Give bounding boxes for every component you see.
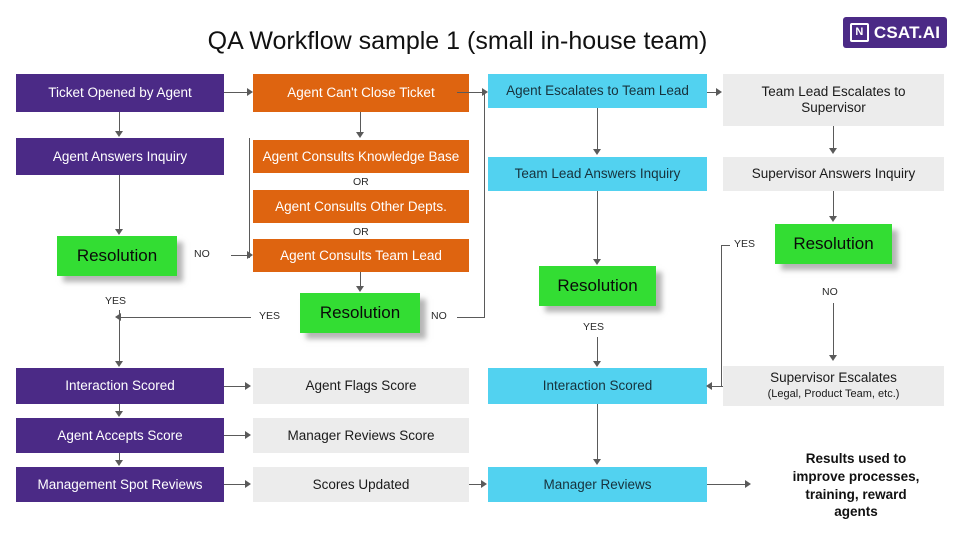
label-supervisor-no: NO — [822, 286, 838, 298]
node-agent-cant-close-ticket[interactable]: Agent Can't Close Ticket — [253, 74, 469, 112]
node-agent-consults-team-lead[interactable]: Agent Consults Team Lead — [253, 239, 469, 272]
node-teamlead-interaction-scored[interactable]: Interaction Scored — [488, 368, 707, 404]
node-agent-flags-score[interactable]: Agent Flags Score — [253, 368, 469, 404]
logo-text: CSAT.AI — [873, 22, 941, 42]
connector-consult-no-h1 — [457, 317, 485, 319]
arrowhead-consult-yes — [115, 313, 121, 321]
node-agent-consults-other-depts[interactable]: Agent Consults Other Depts. — [253, 190, 469, 223]
connector-interaction-to-flags — [224, 386, 246, 388]
connector-leadescalates-to-supanswers — [833, 126, 835, 149]
arrowhead-escalates-to-supervisor — [716, 88, 722, 96]
node-agent-interaction-scored[interactable]: Interaction Scored — [16, 368, 224, 404]
connector-ticket-to-cant-close — [224, 92, 248, 94]
outcome-note: Results used to improve processes, train… — [768, 450, 944, 521]
page-title: QA Workflow sample 1 (small in-house tea… — [207, 27, 708, 55]
arrowhead-accepts-to-mgr-review — [245, 431, 251, 439]
connector-escalates-to-supervisor — [707, 92, 718, 94]
connector-consultlead-to-resolution — [360, 272, 362, 287]
node-team-lead-answers-inquiry[interactable]: Team Lead Answers Inquiry — [488, 157, 707, 191]
connector-consult-no-v — [484, 92, 486, 318]
arrowhead-supanswers-to-resolution — [829, 216, 837, 222]
node-agent-resolution[interactable]: Resolution — [57, 236, 177, 276]
connector-consult-yes — [119, 317, 251, 319]
connector-accepts-to-mgr-review — [224, 435, 246, 437]
arrowhead-interaction-to-accepts — [115, 411, 123, 417]
label-agent-no: NO — [194, 248, 210, 260]
arrowhead-accepts-to-spot — [115, 460, 123, 466]
csat-ai-logo: N CSAT.AI — [843, 17, 947, 48]
connector-interaction-to-accepts — [119, 404, 121, 412]
connector-supanswers-to-resolution — [833, 191, 835, 217]
arrowhead-lead-answers-to-resolution — [593, 259, 601, 265]
connector-spot-to-scores-updated — [224, 484, 246, 486]
node-ticket-opened[interactable]: Ticket Opened by Agent — [16, 74, 224, 112]
arrowhead-scores-to-manager-reviews — [481, 480, 487, 488]
node-teamlead-resolution[interactable]: Resolution — [539, 266, 656, 306]
arrowhead-answers-to-resolution — [115, 229, 123, 235]
arrowhead-teamlead-yes — [593, 361, 601, 367]
label-consult-no: NO — [431, 310, 447, 322]
node-agent-accepts-score[interactable]: Agent Accepts Score — [16, 418, 224, 453]
label-teamlead-yes: YES — [583, 321, 605, 333]
outcome-line-4: agents — [834, 504, 878, 520]
node-supervisor-escalates-sublabel: (Legal, Product Team, etc.) — [767, 388, 900, 401]
connector-cantclose-to-kb — [360, 112, 362, 133]
arrowhead-supervisor-yes — [706, 382, 712, 390]
connector-scores-to-manager-reviews — [469, 484, 483, 486]
node-supervisor-escalates[interactable]: Supervisor Escalates (Legal, Product Tea… — [723, 366, 944, 406]
arrowhead-agent-yes — [115, 361, 123, 367]
logo-mark-icon: N — [849, 23, 869, 42]
label-consult-yes: YES — [259, 310, 281, 322]
connector-escalates-to-lead-answers — [597, 108, 599, 150]
node-consult-resolution[interactable]: Resolution — [300, 293, 420, 333]
connector-supervisor-yes-h1 — [721, 245, 730, 247]
node-supervisor-resolution[interactable]: Resolution — [775, 224, 892, 264]
node-agent-answers-inquiry[interactable]: Agent Answers Inquiry — [16, 138, 224, 175]
separator-or-2: OR — [353, 226, 369, 238]
node-supervisor-escalates-label: Supervisor Escalates — [770, 370, 897, 386]
arrowhead-escalates-to-lead-answers — [593, 149, 601, 155]
label-agent-yes: YES — [105, 295, 127, 307]
node-manager-reviews[interactable]: Manager Reviews — [488, 467, 707, 502]
arrowhead-interaction-to-flags — [245, 382, 251, 390]
arrowhead-interaction-to-manager-reviews — [593, 459, 601, 465]
outcome-line-3: training, reward — [805, 486, 907, 502]
node-manager-reviews-score[interactable]: Manager Reviews Score — [253, 418, 469, 453]
connector-supervisor-no — [833, 303, 835, 356]
connector-lead-answers-to-resolution — [597, 191, 599, 259]
connector-supervisor-yes-v — [721, 245, 723, 386]
node-team-lead-escalates-to-supervisor[interactable]: Team Lead Escalates to Supervisor — [723, 74, 944, 126]
arrowhead-cantclose-to-kb — [356, 132, 364, 138]
outcome-line-2: improve processes, — [792, 468, 920, 484]
node-agent-escalates-to-team-lead[interactable]: Agent Escalates to Team Lead — [488, 74, 707, 108]
connector-agent-yes — [119, 310, 121, 362]
connector-accepts-to-spot — [119, 453, 121, 461]
separator-or-1: OR — [353, 176, 369, 188]
node-management-spot-reviews[interactable]: Management Spot Reviews — [16, 467, 224, 502]
arrowhead-ticket-to-answers — [115, 131, 123, 137]
node-agent-consults-knowledge-base[interactable]: Agent Consults Knowledge Base — [253, 140, 469, 173]
node-scores-updated[interactable]: Scores Updated — [253, 467, 469, 502]
connector-manager-to-results — [707, 484, 747, 486]
arrowhead-supervisor-no — [829, 355, 837, 361]
connector-ticket-to-answers — [119, 112, 121, 132]
arrowhead-consultlead-to-resolution — [356, 286, 364, 292]
arrowhead-consult-no — [482, 88, 488, 96]
arrowhead-spot-to-scores-updated — [245, 480, 251, 488]
connector-answers-to-resolution — [119, 175, 121, 230]
label-supervisor-yes: YES — [734, 238, 756, 250]
connector-supescalates-to-interaction — [712, 386, 723, 388]
node-supervisor-answers-inquiry[interactable]: Supervisor Answers Inquiry — [723, 157, 944, 191]
arrowhead-manager-to-results — [745, 480, 751, 488]
connector-interaction-to-manager-reviews — [597, 404, 599, 460]
arrowhead-ticket-to-cant-close — [247, 88, 253, 96]
arrowhead-leadescalates-to-supanswers — [829, 148, 837, 154]
connector-orange-left-spine — [249, 138, 251, 258]
connector-teamlead-yes — [597, 337, 599, 362]
connector-agent-no — [231, 255, 249, 257]
connector-consult-no-h2 — [457, 92, 485, 94]
outcome-line-1: Results used to — [805, 451, 907, 466]
